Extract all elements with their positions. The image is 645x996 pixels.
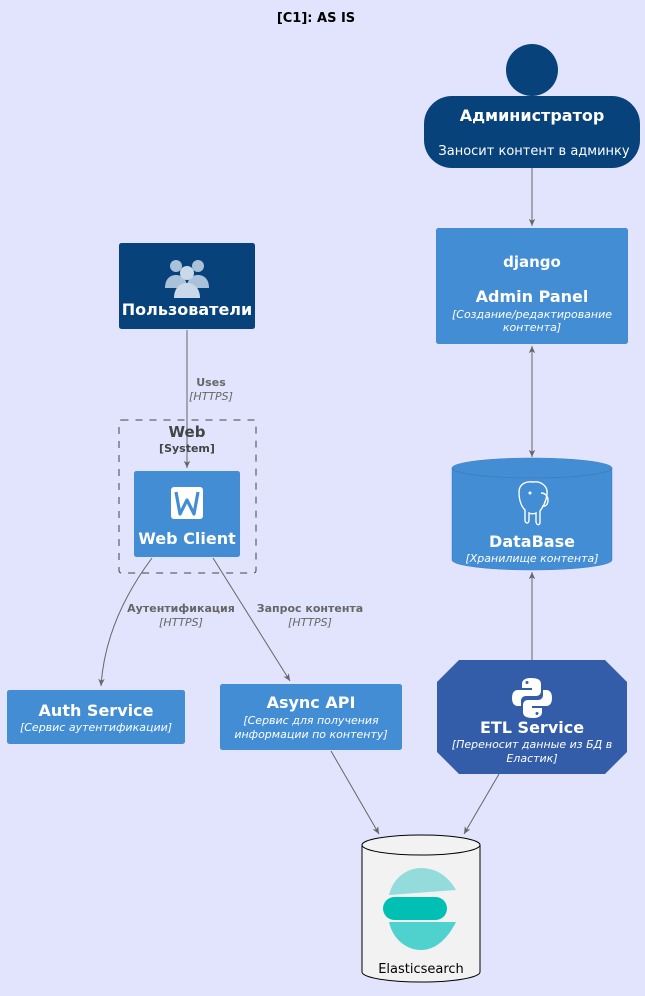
edge-tech-content: [HTTPS] [288,616,332,629]
edge-label-auth: Аутентификация [127,602,235,615]
database-description: [Хранилище контента] [465,552,598,565]
container-database[interactable]: DataBase [Хранилище контента] [451,457,613,571]
python-logo-icon [512,678,552,718]
edge-label-uses: Uses [196,376,226,389]
admin-description: Заносит контент в админку [438,144,629,159]
database-name: DataBase [489,532,575,551]
auth-service-name: Auth Service [39,701,154,720]
person-users[interactable]: Пользователи [119,243,255,329]
elasticsearch-name: Elasticsearch [378,962,464,977]
container-elasticsearch[interactable]: Elasticsearch [361,834,481,983]
users-name: Пользователи [122,300,252,319]
container-async-api[interactable]: Async API [Сервис для получения информац… [220,684,402,750]
auth-service-description: [Сервис аутентификации] [20,721,172,734]
edge-users-to-web-client: Uses [HTTPS] [183,330,233,468]
admin-panel-name: Admin Panel [476,287,589,306]
system-boundary-web: Web [System] [118,419,257,574]
django-logo-icon: django [503,253,561,271]
async-api-description-2: информации по контенту] [234,728,387,741]
etl-service-description-1: [Переносит данные из БД в [452,738,612,751]
boundary-type: [System] [159,442,215,455]
admin-panel-description-2: контента] [503,321,561,334]
container-etl-service[interactable]: ETL Service [Переносит данные из БД в Ел… [437,660,627,774]
diagram-title: [C1]: AS IS [277,11,355,26]
boundary-name: Web [169,423,206,441]
person-admin[interactable]: Администратор Заносит контент в админку [424,44,640,168]
web-client-name: Web Client [138,529,236,548]
edge-web-client-to-async-api: Запрос контента [HTTPS] [212,557,363,682]
container-admin-panel[interactable]: django Admin Panel [Создание/редактирова… [436,228,628,344]
users-group-icon [165,260,209,298]
person-head-icon [506,44,558,96]
postgresql-elephant-icon [518,481,549,526]
edge-label-content: Запрос контента [257,602,363,615]
elasticsearch-logo-icon [383,868,456,950]
async-api-name: Async API [267,693,356,712]
etl-service-description-2: Еластик] [506,752,557,765]
admin-name: Администратор [460,106,605,125]
container-web-client[interactable]: Web Client [134,471,240,557]
edge-tech-uses: [HTTPS] [189,390,233,403]
edge-etl-to-elasticsearch [463,773,500,835]
webflow-logo-icon [171,487,203,519]
container-auth-service[interactable]: Auth Service [Сервис аутентификации] [7,690,185,744]
edge-web-client-to-auth: Аутентификация [HTTPS] [98,557,235,687]
etl-service-name: ETL Service [480,718,584,737]
admin-panel-description-1: [Создание/редактирование [452,308,612,321]
edge-tech-auth: [HTTPS] [159,616,203,629]
async-api-description-1: [Сервис для получения [243,714,379,727]
edge-async-api-to-elasticsearch [330,750,380,835]
